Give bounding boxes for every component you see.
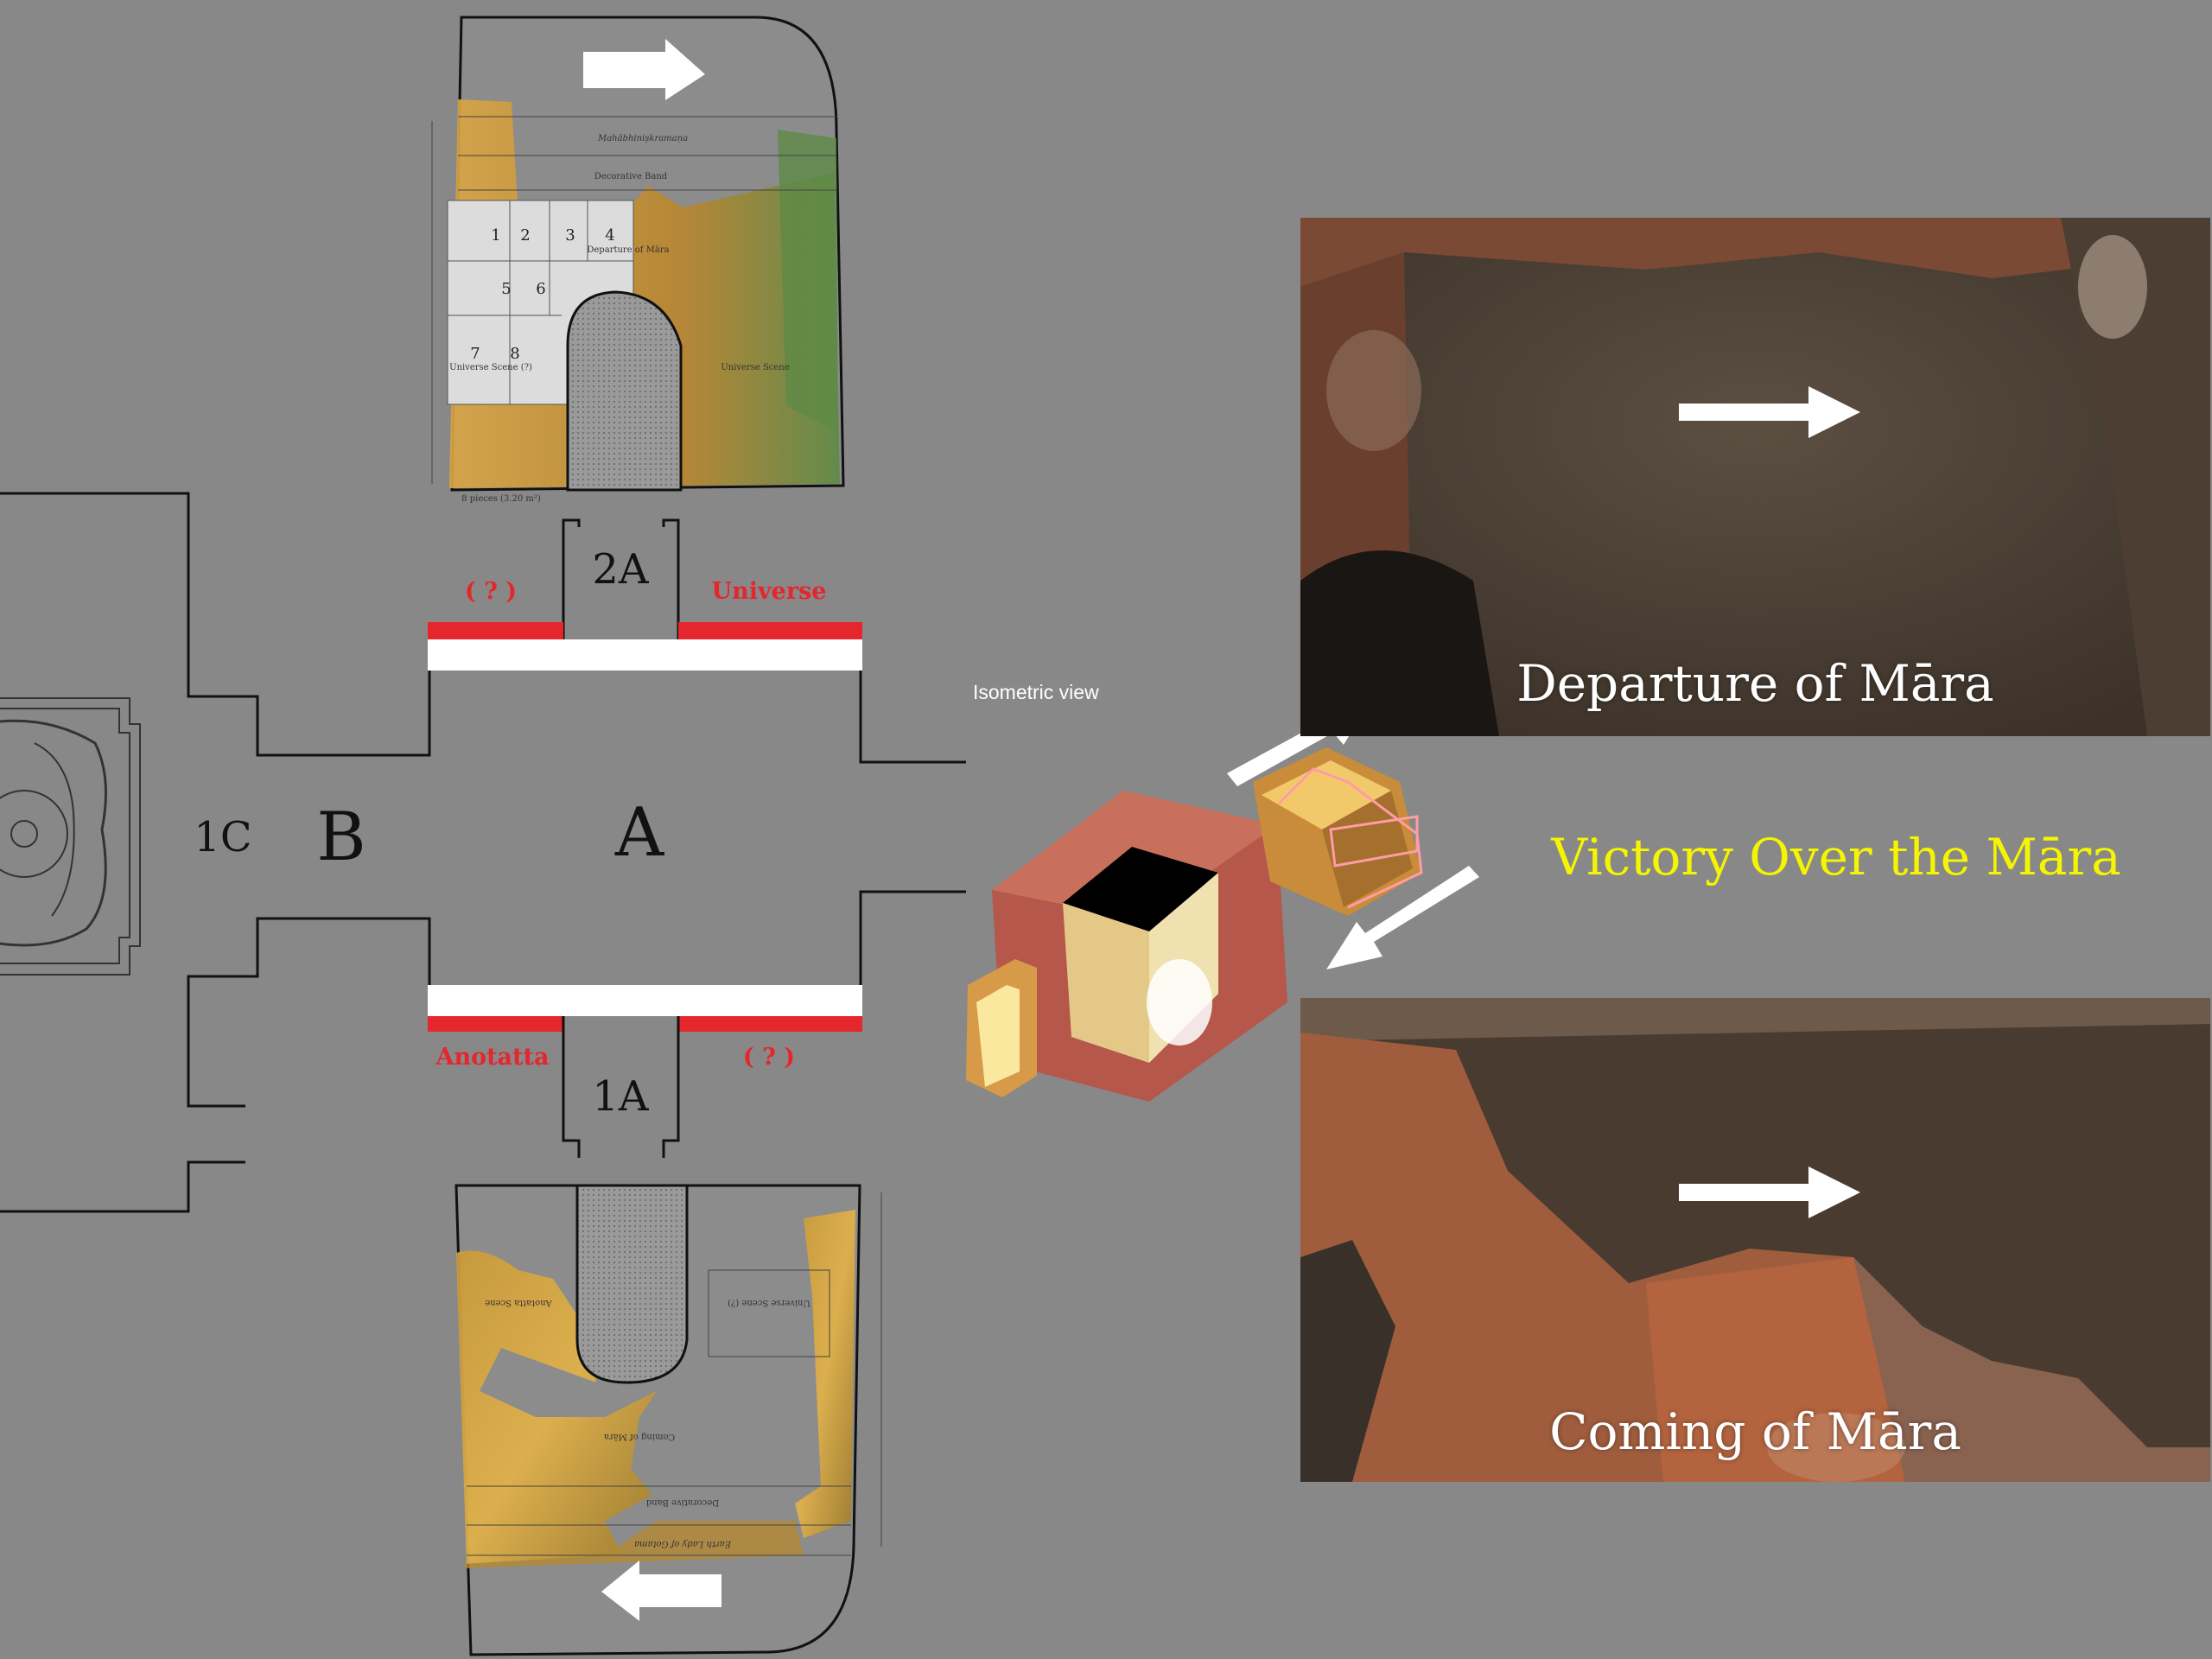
wall-label-bottom-left: Anotatta: [435, 1044, 550, 1071]
arrow-left-icon: [601, 1560, 721, 1621]
panel-measure: 8 pieces (3.20 m²): [461, 494, 541, 504]
arrow-right-icon: [1679, 386, 1860, 438]
photo-departure: Departure of Māra: [1300, 218, 2210, 736]
photo-caption-departure: Departure of Māra: [1516, 654, 1994, 713]
room-1a-label: 1A: [592, 1072, 650, 1121]
isometric-model: [966, 696, 1479, 1102]
scene-universe-bottom: Universe Scene (?): [728, 1298, 810, 1307]
band-label-top: Mahābhiniṣkramaṇa: [597, 134, 688, 143]
grid-cell-2: 2: [520, 226, 530, 245]
grid-cell-6: 6: [536, 280, 545, 298]
wall-label-top-right: Universe: [712, 578, 827, 605]
room-a-label: A: [614, 794, 665, 872]
wall-strip-red: [428, 1016, 563, 1032]
grid-cell-3: 3: [565, 226, 575, 245]
decorative-band-top: Decorative Band: [594, 172, 668, 181]
bottom-mural-panel: Anotatta Scene Universe Scene (?) Coming…: [454, 1184, 882, 1656]
wall-strip-white: [428, 985, 862, 1016]
grid-cell-8: 8: [510, 345, 519, 363]
room-1c-label: 1C: [194, 813, 251, 861]
scene-universe-left: Universe Scene (?): [449, 363, 532, 372]
arrow-down-left-icon: [1326, 866, 1479, 969]
band-label-bottom: Earth Lady of Gotama: [634, 1539, 732, 1548]
arrow-right-icon: [583, 39, 705, 100]
grid-cell-5: 5: [501, 280, 511, 298]
decorative-band-bottom: Decorative Band: [645, 1497, 719, 1507]
wall-strip-red: [678, 1016, 862, 1032]
wall-label-bottom-right: ( ? ): [743, 1044, 795, 1071]
wall-strip-white: [428, 639, 862, 671]
photo-caption-coming: Coming of Māra: [1549, 1402, 1961, 1461]
arrow-right-icon: [1679, 1166, 1860, 1218]
grid-cell-7: 7: [470, 345, 480, 363]
victory-title: Victory Over the Māra: [1551, 828, 2121, 887]
shrine-pedestal: [0, 697, 141, 976]
plan-outline: [0, 492, 966, 1213]
isometric-view-label: Isometric view: [973, 681, 1099, 703]
wall-strip-red: [428, 622, 563, 639]
grid-cell-1: 1: [491, 226, 500, 245]
scene-departure-label: Departure of Māra: [587, 245, 669, 255]
scene-coming-label: Coming of Māra: [604, 1432, 675, 1441]
top-mural-panel: 1 2 3 4 5 6 7 8 Mahābhiniṣkramaṇa Decora…: [431, 16, 845, 504]
scene-anotatta-label: Anotatta Scene: [485, 1298, 553, 1307]
room-2a-label: 2A: [592, 545, 650, 594]
room-b-label: B: [316, 798, 365, 876]
wall-label-top-left: ( ? ): [465, 578, 517, 605]
scene-universe-right: Universe Scene: [721, 363, 789, 372]
grid-cell-4: 4: [605, 226, 614, 245]
wall-strip-red: [678, 622, 862, 639]
photo-coming: Coming of Māra: [1300, 998, 2210, 1482]
